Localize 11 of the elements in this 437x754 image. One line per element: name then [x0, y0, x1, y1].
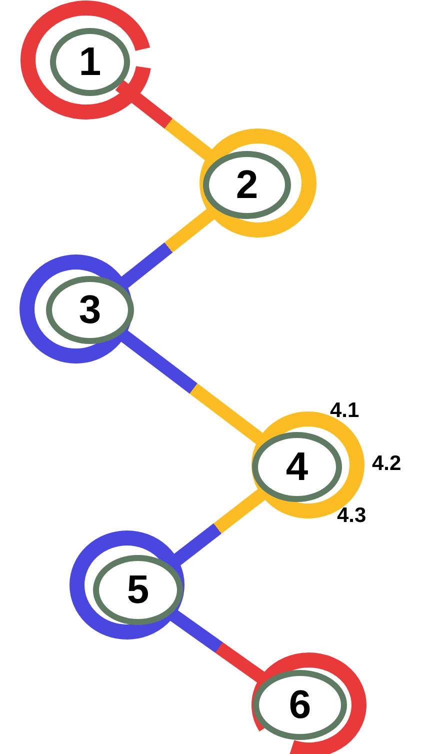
step-number: 4: [286, 447, 308, 487]
number-circle: [46, 276, 134, 344]
sub-step-label: 4.3: [337, 505, 366, 526]
sub-step-label: 4.1: [330, 400, 360, 421]
step-number: 5: [126, 570, 150, 610]
sub-step-label: 4.2: [372, 453, 402, 474]
step-number: 2: [236, 165, 258, 205]
step-number: 3: [78, 290, 102, 330]
number-circle: [50, 28, 130, 96]
step-number: 1: [78, 42, 102, 82]
step-number: 6: [288, 685, 312, 725]
